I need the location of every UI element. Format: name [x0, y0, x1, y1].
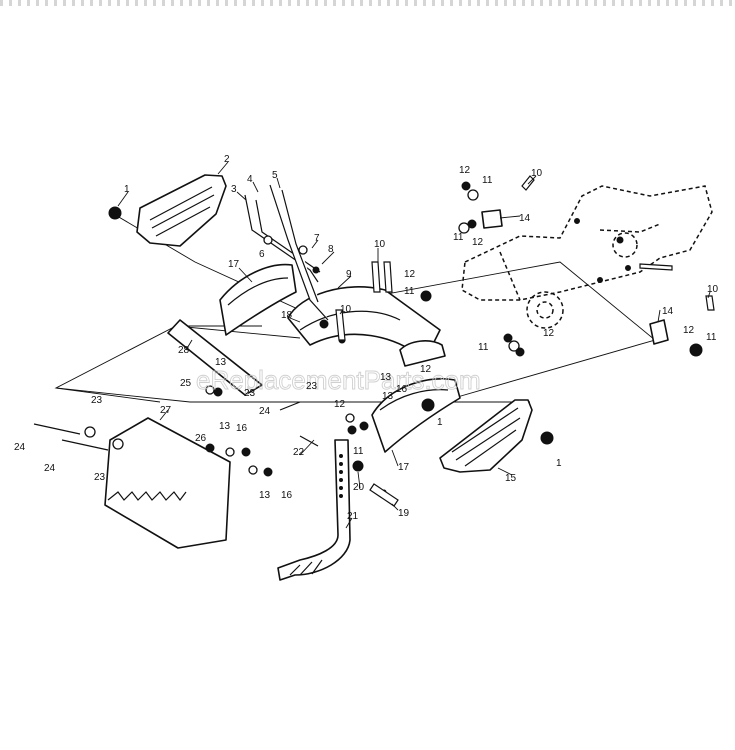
callout-16: 16: [281, 490, 293, 501]
callout-13: 13: [259, 490, 271, 501]
callout-12: 12: [683, 325, 695, 336]
callout-11: 11: [453, 232, 464, 243]
callout-20: 20: [353, 482, 365, 493]
watermark: eReplacementParts.com: [196, 365, 481, 395]
right-side-shield: [439, 399, 533, 473]
callout-24: 24: [259, 406, 271, 417]
callout-14: 14: [662, 306, 674, 317]
hardware-nuts-washers: [33, 181, 703, 507]
callout-24: 24: [14, 442, 26, 453]
bolts: [335, 175, 715, 341]
callout-23: 23: [244, 388, 256, 399]
callout-10: 10: [374, 239, 386, 250]
callout-1: 1: [124, 184, 130, 195]
callout-23: 23: [94, 472, 106, 483]
callout-16: 16: [236, 423, 248, 434]
callout-15: 15: [505, 473, 517, 484]
callout-12: 12: [543, 328, 555, 339]
callout-1: 1: [437, 417, 443, 428]
control-rods: [244, 184, 346, 344]
callout-3: 3: [231, 184, 237, 195]
callout-21: 21: [347, 511, 359, 522]
right-inner-hood: [371, 340, 461, 453]
callout-2: 2: [224, 154, 230, 165]
callout-11: 11: [404, 286, 415, 297]
callout-11: 11: [478, 342, 489, 353]
left-inner-hood: [219, 263, 297, 336]
callout-12: 12: [472, 237, 484, 248]
callout-22: 22: [293, 447, 305, 458]
callout-23: 23: [91, 395, 103, 406]
callout-13: 13: [219, 421, 231, 432]
callout-11: 11: [482, 175, 493, 186]
callout-leaders: [117, 161, 711, 529]
callout-labels: 1 1 1 2 3 4 5 6 7 8 9 10 10 10 10 11 11 …: [14, 154, 719, 522]
callout-10: 10: [531, 168, 543, 179]
callout-8: 8: [328, 244, 334, 255]
callout-17: 17: [398, 462, 410, 473]
callout-10: 10: [340, 304, 352, 315]
callout-10: 10: [707, 284, 719, 295]
callout-1: 1: [556, 458, 562, 469]
callout-9: 9: [346, 269, 352, 280]
drag-bar-plate: [104, 417, 231, 549]
scan-artifact-strip: [0, 0, 735, 6]
callout-25: 25: [180, 378, 192, 389]
callout-18: 18: [281, 310, 293, 321]
mounting-brackets: [481, 209, 669, 345]
callout-16: 16: [396, 384, 408, 395]
callout-14: 14: [519, 213, 531, 224]
callout-12: 12: [404, 269, 416, 280]
callout-23: 23: [306, 381, 318, 392]
callout-13: 13: [382, 391, 394, 402]
callout-7: 7: [314, 233, 320, 244]
callout-12: 12: [334, 399, 346, 410]
callout-17: 17: [228, 259, 240, 270]
callout-5: 5: [272, 170, 278, 181]
callout-12: 12: [459, 165, 471, 176]
callout-11: 11: [353, 446, 364, 457]
depth-stake: [277, 439, 351, 581]
callout-27: 27: [160, 405, 172, 416]
callout-24: 24: [44, 463, 56, 474]
callout-19: 19: [398, 508, 410, 519]
callout-11: 11: [706, 332, 717, 343]
callout-6: 6: [259, 249, 265, 260]
callout-13: 13: [380, 372, 392, 383]
tiller-drive-unit: [461, 185, 713, 329]
left-side-shield: [136, 174, 227, 247]
tine-shield-flap: [167, 319, 263, 396]
callout-13: 13: [215, 357, 227, 368]
callout-12: 12: [420, 364, 432, 375]
callout-28: 28: [178, 345, 190, 356]
callout-26: 26: [195, 433, 207, 444]
callout-4: 4: [247, 174, 253, 185]
